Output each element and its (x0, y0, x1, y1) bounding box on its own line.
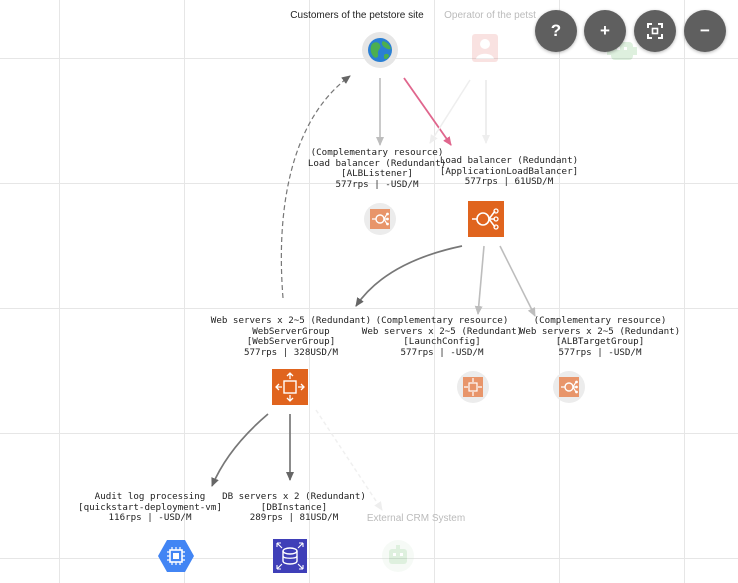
alb-listener-label: (Complementary resource) Load balancer (… (307, 147, 447, 190)
edge-alb-to-target-group[interactable] (499, 245, 536, 317)
crm-label: External CRM System (366, 513, 466, 524)
edge-web-group-to-crm[interactable] (315, 409, 383, 511)
alb-label: Load balancer (Redundant) [ApplicationLo… (439, 155, 579, 188)
zoom-out-button[interactable]: − (684, 10, 726, 52)
auto-scaling-icon[interactable] (272, 369, 308, 405)
zoom-in-button[interactable]: + (584, 10, 626, 52)
compute-engine-icon[interactable] (158, 540, 194, 572)
target-group-label: (Complementary resource) Web servers x 2… (519, 315, 681, 358)
customers-label: Customers of the petstore site (290, 10, 424, 21)
edge-customers-to-alb[interactable] (403, 77, 452, 146)
user-icon[interactable] (472, 34, 498, 62)
help-button[interactable]: ? (535, 10, 577, 52)
edge-operator-to-alb-listener[interactable] (429, 79, 471, 144)
robot-icon[interactable] (381, 540, 415, 572)
edge-web-group-to-audit[interactable] (211, 413, 269, 487)
web-group-label: Web servers x 2~5 (Redundant) WebServerG… (210, 315, 372, 358)
operator-label: Operator of the petst (444, 10, 536, 21)
edge-web-group-to-customers[interactable] (280, 75, 351, 299)
audit-label: Audit log processing [quickstart-deploym… (78, 491, 222, 524)
edge-alb-to-launch-config[interactable] (474, 245, 485, 315)
auto-scaling-icon[interactable] (456, 370, 490, 404)
edge-alb-to-web-group[interactable] (355, 245, 463, 307)
load-balancer-icon[interactable] (363, 202, 397, 236)
globe-icon[interactable] (361, 31, 399, 69)
database-icon[interactable] (273, 539, 307, 573)
load-balancer-icon[interactable] (552, 370, 586, 404)
load-balancer-icon[interactable] (468, 201, 504, 237)
fit-screen-icon (647, 23, 663, 39)
db-label: DB servers x 2 (Redundant) [DBInstance] … (222, 491, 366, 524)
launch-config-label: (Complementary resource) Web servers x 2… (361, 315, 523, 358)
fit-to-screen-button[interactable] (634, 10, 676, 52)
